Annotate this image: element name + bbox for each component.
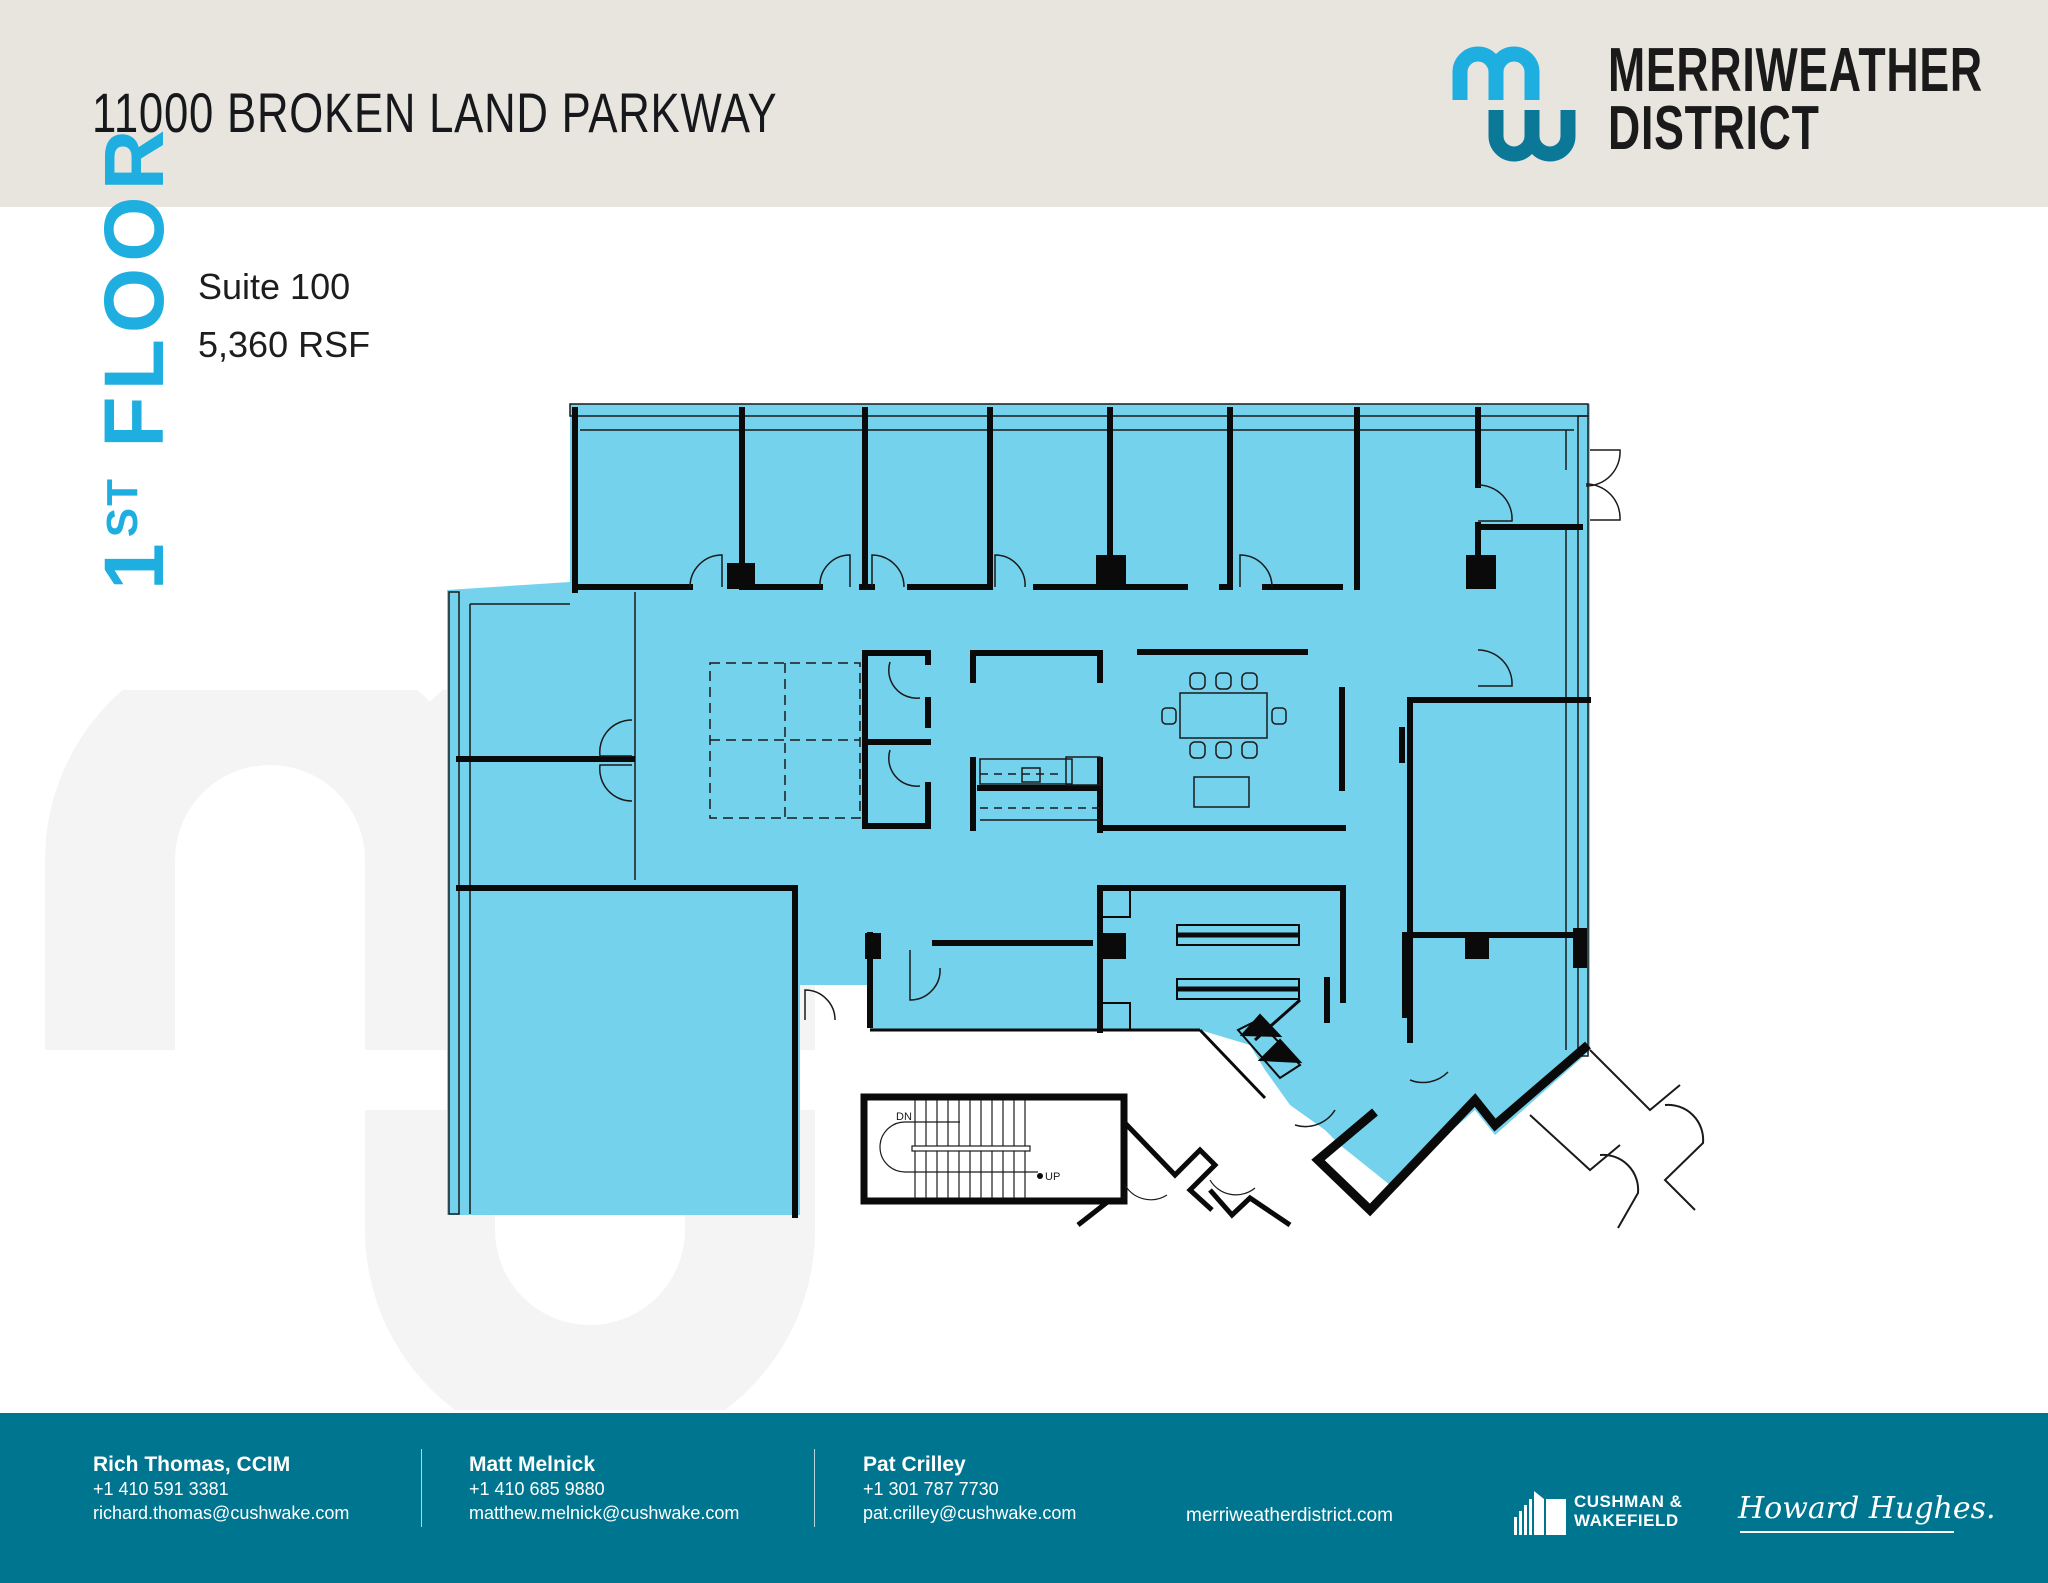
storage-shelving xyxy=(1099,889,1300,1031)
door-swings xyxy=(599,449,1621,1128)
cushman-wakefield-wordmark: CUSHMAN & WAKEFIELD xyxy=(1574,1492,1682,1530)
stair-down-label: DN xyxy=(896,1111,912,1123)
contact-email[interactable]: richard.thomas@cushwake.com xyxy=(93,1503,350,1523)
exterior-angled-walls xyxy=(870,998,1591,1217)
conference-furniture xyxy=(1161,672,1287,808)
contact-card: Pat Crilley +1 301 787 7730 pat.crilley@… xyxy=(863,1453,1076,1525)
logo-line-1: MERRIWEATHER xyxy=(1608,36,1983,105)
cw-line-1: CUSHMAN & xyxy=(1574,1492,1683,1511)
suite-info: Suite 100 5,360 RSF xyxy=(198,258,370,374)
exterior-entry-doors xyxy=(1529,1049,1705,1229)
dashed-workstation-grid xyxy=(709,662,861,819)
kitchenette xyxy=(979,756,1101,821)
cushman-wakefield-building-icon xyxy=(1514,1491,1566,1535)
header-band: 11000 BROKEN LAND PARKWAY MERRIWEATHER D… xyxy=(0,0,2048,207)
contact-card: Matt Melnick +1 410 685 9880 matthew.mel… xyxy=(469,1453,739,1525)
suite-area: 5,360 RSF xyxy=(198,324,371,365)
contact-name: Rich Thomas, CCIM xyxy=(93,1453,291,1476)
howard-hughes-signature-logo[interactable]: Howard Hughes. xyxy=(1738,1491,1996,1526)
website-link[interactable]: merriweatherdistrict.com xyxy=(1186,1505,1393,1526)
contact-name: Matt Melnick xyxy=(469,1453,596,1476)
howard-hughes-underline xyxy=(1740,1531,1954,1533)
stair-up-label: UP xyxy=(1045,1171,1060,1183)
footer-divider xyxy=(421,1449,422,1527)
cw-line-2: WAKEFIELD xyxy=(1574,1511,1679,1530)
logo-wordmark: MERRIWEATHER DISTRICT xyxy=(1608,36,1983,163)
stairwell: DN UP xyxy=(860,1093,1292,1228)
footer-band: Rich Thomas, CCIM +1 410 591 3381 richar… xyxy=(0,1413,2048,1583)
contact-phone[interactable]: +1 301 787 7730 xyxy=(863,1479,999,1499)
contact-phone[interactable]: +1 410 685 9880 xyxy=(469,1479,605,1499)
merriweather-district-logo[interactable]: MERRIWEATHER DISTRICT xyxy=(1450,36,2010,164)
contact-phone[interactable]: +1 410 591 3381 xyxy=(93,1479,229,1499)
footer-divider xyxy=(814,1449,815,1527)
mw-monogram-icon xyxy=(1452,46,1576,162)
leased-area-fill xyxy=(447,404,1590,1215)
logo-line-2: DISTRICT xyxy=(1608,94,1820,163)
contact-card: Rich Thomas, CCIM +1 410 591 3381 richar… xyxy=(93,1453,349,1525)
property-address: 11000 BROKEN LAND PARKWAY xyxy=(92,81,778,144)
contact-email[interactable]: matthew.melnick@cushwake.com xyxy=(469,1503,740,1523)
contact-name: Pat Crilley xyxy=(863,1453,966,1476)
contact-email[interactable]: pat.crilley@cushwake.com xyxy=(863,1503,1077,1523)
exterior-window-walls xyxy=(448,403,1589,1215)
suite-number: Suite 100 xyxy=(198,266,351,307)
